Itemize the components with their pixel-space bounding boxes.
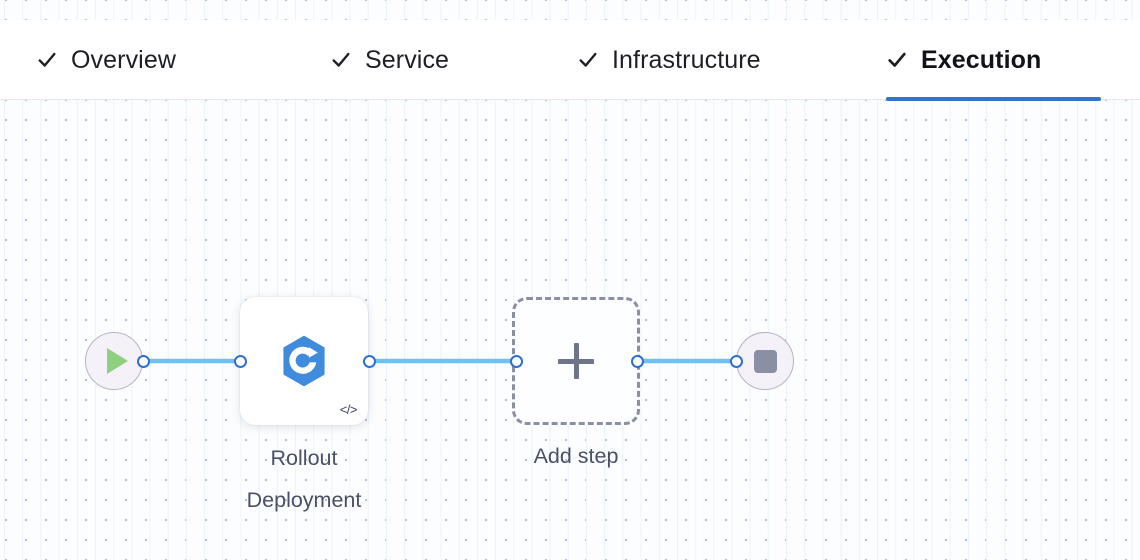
- rollout-deployment-output-port[interactable]: [362, 354, 376, 368]
- tab-overview[interactable]: Overview: [36, 20, 176, 100]
- tab-infrastructure[interactable]: Infrastructure: [577, 20, 761, 100]
- tab-infrastructure-label: Infrastructure: [612, 45, 761, 74]
- end-node-input-port[interactable]: [730, 354, 743, 368]
- end-node-circle[interactable]: [736, 332, 794, 390]
- rollout-deployment-label: Rollout Deployment: [246, 446, 362, 512]
- pipeline-setup-tabbar: Overview Service Infrastructure Executio…: [0, 20, 1140, 101]
- add-step-node[interactable]: Add step: [509, 297, 644, 468]
- check-icon: [579, 52, 597, 67]
- tab-overview-label: Overview: [71, 45, 176, 74]
- stop-icon: [753, 349, 777, 373]
- step-node-rollout-deployment[interactable]: </> Rollout Deployment: [233, 297, 376, 512]
- check-icon: [332, 52, 350, 67]
- play-icon: [107, 348, 128, 374]
- end-node[interactable]: [730, 332, 794, 390]
- start-node[interactable]: [85, 332, 150, 390]
- add-step-label: Add step: [533, 444, 619, 468]
- check-icon: [888, 52, 906, 67]
- tab-active-indicator: [886, 97, 1101, 101]
- tab-service-label: Service: [365, 45, 450, 74]
- tab-execution[interactable]: Execution: [886, 20, 1101, 101]
- start-node-output-port[interactable]: [137, 354, 150, 368]
- pipeline-graph: </> Rollout Deployment Add step: [0, 100, 1140, 560]
- plus-icon: [558, 343, 594, 379]
- add-step-output-port[interactable]: [630, 354, 644, 368]
- start-node-circle[interactable]: [85, 332, 143, 390]
- rollout-deployment-icon: [283, 335, 325, 387]
- rollout-deployment-input-port[interactable]: [233, 354, 247, 368]
- rollout-deployment-card[interactable]: </>: [240, 297, 368, 425]
- code-icon: </>: [339, 402, 358, 417]
- add-step-card[interactable]: [512, 297, 640, 425]
- tab-service[interactable]: Service: [330, 20, 449, 100]
- check-icon: [38, 52, 56, 67]
- tab-execution-label: Execution: [921, 45, 1042, 74]
- add-step-input-port[interactable]: [509, 354, 523, 368]
